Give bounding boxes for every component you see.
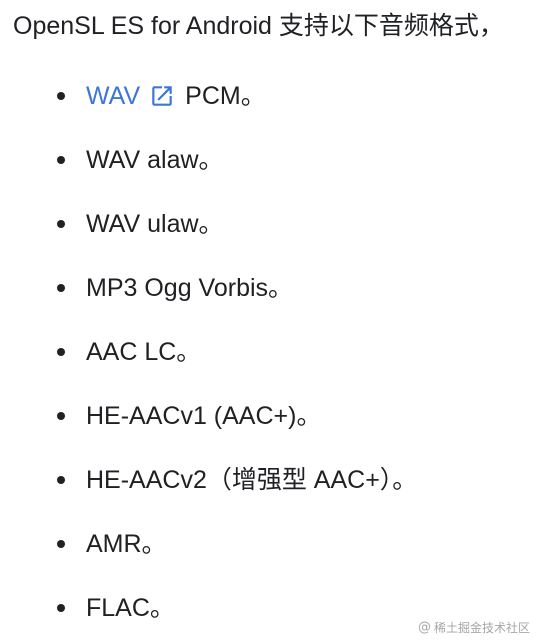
format-item-content: WAV PCM。: [86, 64, 266, 128]
bullet-marker: [57, 604, 65, 612]
bullet-marker: [57, 156, 65, 164]
bullet-marker: [57, 220, 65, 228]
intro-sentence: OpenSL ES for Android 支持以下音频格式，: [13, 12, 504, 40]
format-item-text: FLAC。: [86, 594, 175, 622]
bullet-marker: [57, 92, 65, 100]
watermark-at-symbol: @: [417, 620, 431, 635]
watermark-text: 稀土掘金技术社区: [433, 621, 530, 635]
wav-link[interactable]: WAV: [86, 82, 141, 110]
format-item-text: WAV alaw。: [86, 146, 224, 174]
bullet-marker: [57, 412, 65, 420]
external-link-icon[interactable]: [149, 83, 175, 109]
bullet-marker: [57, 284, 65, 292]
format-item-text: AMR。: [86, 530, 167, 558]
format-item-text: HE-AACv2（增强型 AAC+）。: [86, 466, 418, 494]
format-item-text: HE-AACv1 (AAC+)。: [86, 402, 322, 430]
format-item-text: WAV ulaw。: [86, 210, 224, 238]
bullet-marker: [57, 540, 65, 548]
bullet-marker: [57, 476, 65, 484]
source-watermark: @ 稀土掘金技术社区: [418, 619, 530, 636]
bullet-marker: [57, 348, 65, 356]
format-item-text: AAC LC。: [86, 338, 202, 366]
format-item-text: MP3 Ogg Vorbis。: [86, 274, 294, 302]
wav-format-suffix: PCM。: [185, 82, 266, 110]
